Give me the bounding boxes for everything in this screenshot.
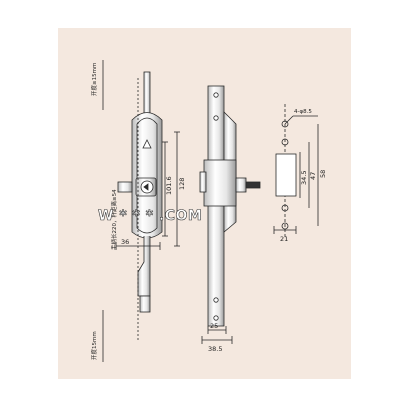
handle-bottom-rod [137,236,151,297]
cutout-labels: 4-φ8.5 34.5 47 58 21 [280,109,327,243]
handle-top-rod [143,71,151,115]
rod-end [139,295,151,313]
handle-side-latch [117,181,133,193]
handle-front-view [102,60,180,362]
label-38-5: 38.5 [208,345,222,353]
screw-left [199,171,207,193]
left-view-labels: 开度≥15mm 开度15mm 手柄长220，杆距离≥54 101.6 128 3… [90,63,186,360]
label-open-top: 开度≥15mm [90,63,98,96]
label-58: 58 [319,170,327,178]
label-101-6: 101.6 [165,176,173,195]
label-47: 47 [309,172,317,180]
mount-hole-bottom-1 [281,204,289,212]
label-handle-length: 手柄长220，杆距离≥54 [110,189,118,250]
strip-hole-3 [213,297,219,303]
label-open-bottom: 开度15mm [90,331,98,360]
cutout-rectangle [275,153,297,197]
holes-leader [284,115,294,125]
side-view [199,85,261,344]
label-36: 36 [121,238,129,246]
mount-block [203,159,237,207]
arrow-mark-icon [142,139,152,149]
label-25: 25 [210,322,218,330]
shaft [245,181,261,189]
watermark: W * * * .COM [98,208,202,224]
strip-hole-1 [213,92,219,98]
label-128: 128 [178,178,186,190]
side-view-labels: 25 38.5 [208,322,222,353]
label-21: 21 [280,235,288,243]
mount-hole-top-1 [281,120,289,128]
strip-hole-2 [213,115,219,121]
cam [235,177,247,193]
handle-inner-outline [136,117,158,234]
label-holes: 4-φ8.5 [294,109,312,115]
strip-hole-4 [213,315,219,321]
mount-hole-top-2 [281,138,289,146]
cutout-view [273,104,319,238]
label-34-5: 34.5 [300,171,308,185]
key-slot-icon [143,183,149,191]
mount-hole-bottom-2 [281,222,289,230]
